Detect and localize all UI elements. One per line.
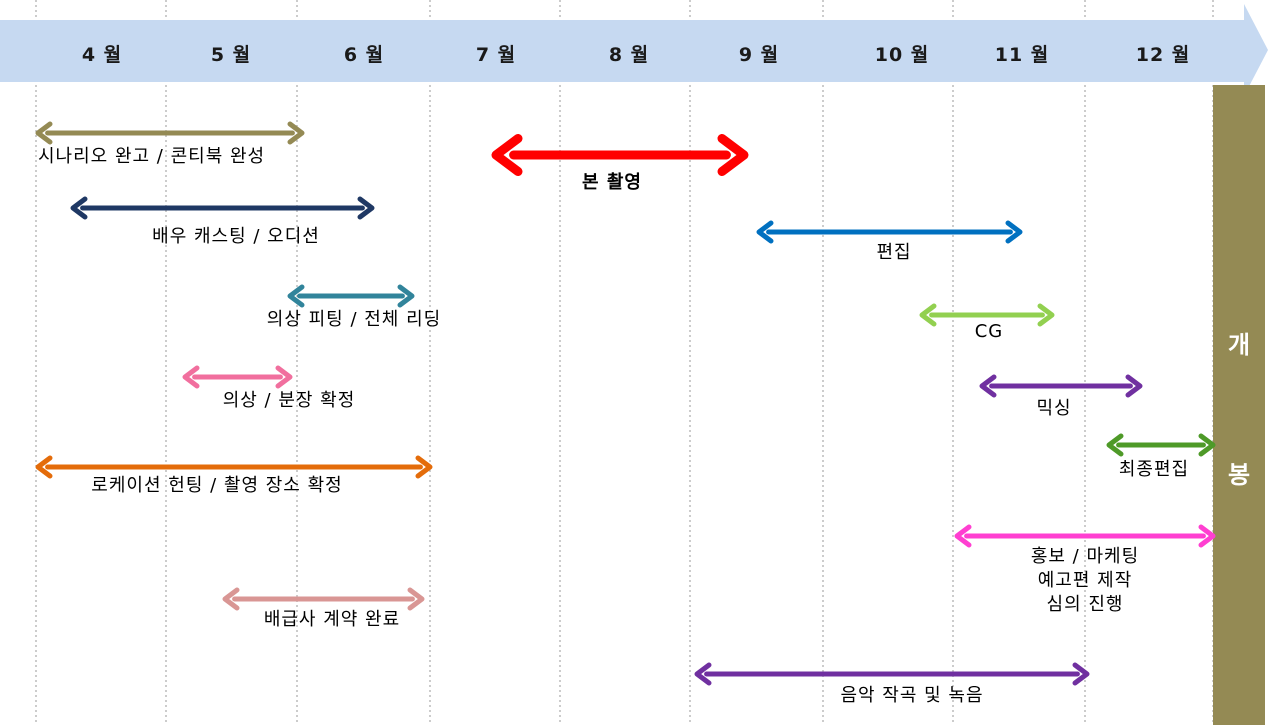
month-label-dec: 12 월 [1135,44,1191,66]
arrow-music [694,662,1090,686]
task-label-shooting: 본 촬영 [582,172,642,193]
arrow-distributor [222,587,425,611]
release-label-char2: 봉 [1227,461,1251,489]
arrow-location [35,455,433,479]
month-label-aug: 8 월 [608,44,650,66]
task-label-mixing: 믹싱 [1036,398,1072,419]
arrow-costume [182,365,293,389]
month-timeline-bar [0,4,1268,96]
release-bar: 개 봉 [1213,85,1265,725]
task-label-promo: 홍보 / 마케팅 [1030,546,1140,567]
task-label-music: 음악 작곡 및 녹음 [840,685,984,706]
release-label-char1: 개 [1227,331,1251,359]
month-label-apr: 4 월 [81,44,123,66]
month-label-sep: 9 월 [738,44,780,66]
month-label-may: 5 월 [210,44,252,66]
arrow-shooting [491,134,749,176]
arrow-fitting [287,284,415,308]
task-label-trailer: 예고편 제작 [1037,570,1133,591]
month-bar-arrow-shape [0,4,1268,96]
arrow-final-edit [1106,433,1216,457]
task-label-cg: CG [974,321,1004,342]
arrow-promo [954,524,1216,548]
task-label-editing: 편집 [876,242,912,263]
task-label-casting: 배우 캐스팅 / 오디션 [152,226,320,247]
month-label-nov: 11 월 [994,44,1050,66]
arrow-casting [70,196,375,220]
month-label-jun: 6 월 [343,44,385,66]
month-label-oct: 10 월 [874,44,930,66]
task-label-review: 심의 진행 [1046,594,1124,615]
task-label-distributor: 배급사 계약 완료 [263,609,401,630]
task-label-scenario: 시나리오 완고 / 콘티북 완성 [38,146,266,167]
task-label-fitting: 의상 피팅 / 전체 리딩 [266,309,442,330]
task-label-final-edit: 최종편집 [1118,459,1190,480]
task-label-costume: 의상 / 분장 확정 [222,390,356,411]
arrow-mixing [979,374,1143,398]
arrow-cg [919,303,1055,327]
task-label-location: 로케이션 헌팅 / 촬영 장소 확정 [91,475,343,496]
month-label-jul: 7 월 [475,44,517,66]
arrow-scenario [35,121,305,145]
arrow-editing [756,220,1023,244]
